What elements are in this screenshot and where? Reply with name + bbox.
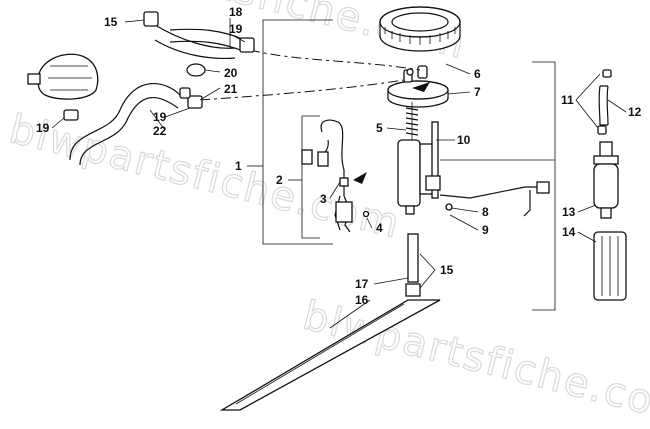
callout-19-mid: 19 xyxy=(153,110,167,124)
callout-11: 11 xyxy=(561,93,574,107)
clamp-part-19-left xyxy=(63,109,79,121)
callout-14: 14 xyxy=(562,225,576,239)
callout-12: 12 xyxy=(628,105,642,119)
callout-17: 17 xyxy=(355,277,369,291)
connector-part-3 xyxy=(339,177,349,187)
callout-6: 6 xyxy=(474,67,481,81)
mounting-strip-part-16 xyxy=(219,299,441,411)
lock-ring-part-6 xyxy=(379,6,461,52)
nut-part-15 xyxy=(405,283,421,297)
callout-10: 10 xyxy=(457,133,471,147)
callout-labels: 15 18 19 20 21 19 19 22 6 7 5 10 1 2 3 4… xyxy=(36,5,642,307)
wire-harness-part-2 xyxy=(301,119,370,233)
callout-7: 7 xyxy=(474,85,481,99)
pump-flange-part-7 xyxy=(387,65,449,108)
callout-19-upper: 19 xyxy=(229,22,243,36)
hose-clip-part-20 xyxy=(186,63,206,77)
pickup-tube-part-17 xyxy=(405,233,421,297)
callout-15-upper: 15 xyxy=(104,15,118,29)
callout-9: 9 xyxy=(482,223,489,237)
pump-body-part-10 xyxy=(397,102,441,215)
hose-route-line-a xyxy=(249,49,421,71)
bracket-pump-detail xyxy=(440,61,556,311)
watermark-text-2: blwpartsfiche.com xyxy=(5,106,406,248)
callout-19-left: 19 xyxy=(36,121,50,135)
callout-22: 22 xyxy=(153,124,167,138)
clamp-part-15 xyxy=(143,11,159,27)
callout-4: 4 xyxy=(376,221,383,235)
hose-route-line-b xyxy=(199,79,405,101)
callout-18: 18 xyxy=(229,5,243,19)
clamp-part-21 xyxy=(179,87,191,99)
fuel-pump-part-13 xyxy=(593,141,619,219)
callout-3: 3 xyxy=(320,192,327,206)
fuel-filter-valve xyxy=(27,53,99,100)
clamp-part-19-mid xyxy=(187,95,203,109)
callout-1: 1 xyxy=(235,159,242,173)
callout-2: 2 xyxy=(276,173,283,187)
callout-20: 20 xyxy=(224,66,238,80)
callout-15-lower: 15 xyxy=(440,263,454,277)
callout-16: 16 xyxy=(355,293,369,307)
bracket-harness-2 xyxy=(288,115,320,239)
fuel-hose-part-18 xyxy=(143,11,255,59)
hose-clamp-part-11-12 xyxy=(597,69,612,135)
terminal-part-4 xyxy=(362,210,370,218)
callout-13: 13 xyxy=(562,205,576,219)
callout-21: 21 xyxy=(224,82,238,96)
connector-block xyxy=(335,201,353,223)
callout-8: 8 xyxy=(482,205,489,219)
callout-5: 5 xyxy=(376,121,383,135)
leader-lines xyxy=(51,18,627,329)
strainer-part-14 xyxy=(593,231,627,301)
sender-wire-part-9 xyxy=(439,181,550,217)
fuel-hose-part-22 xyxy=(63,83,203,166)
bracket-assembly-1 xyxy=(247,19,333,245)
